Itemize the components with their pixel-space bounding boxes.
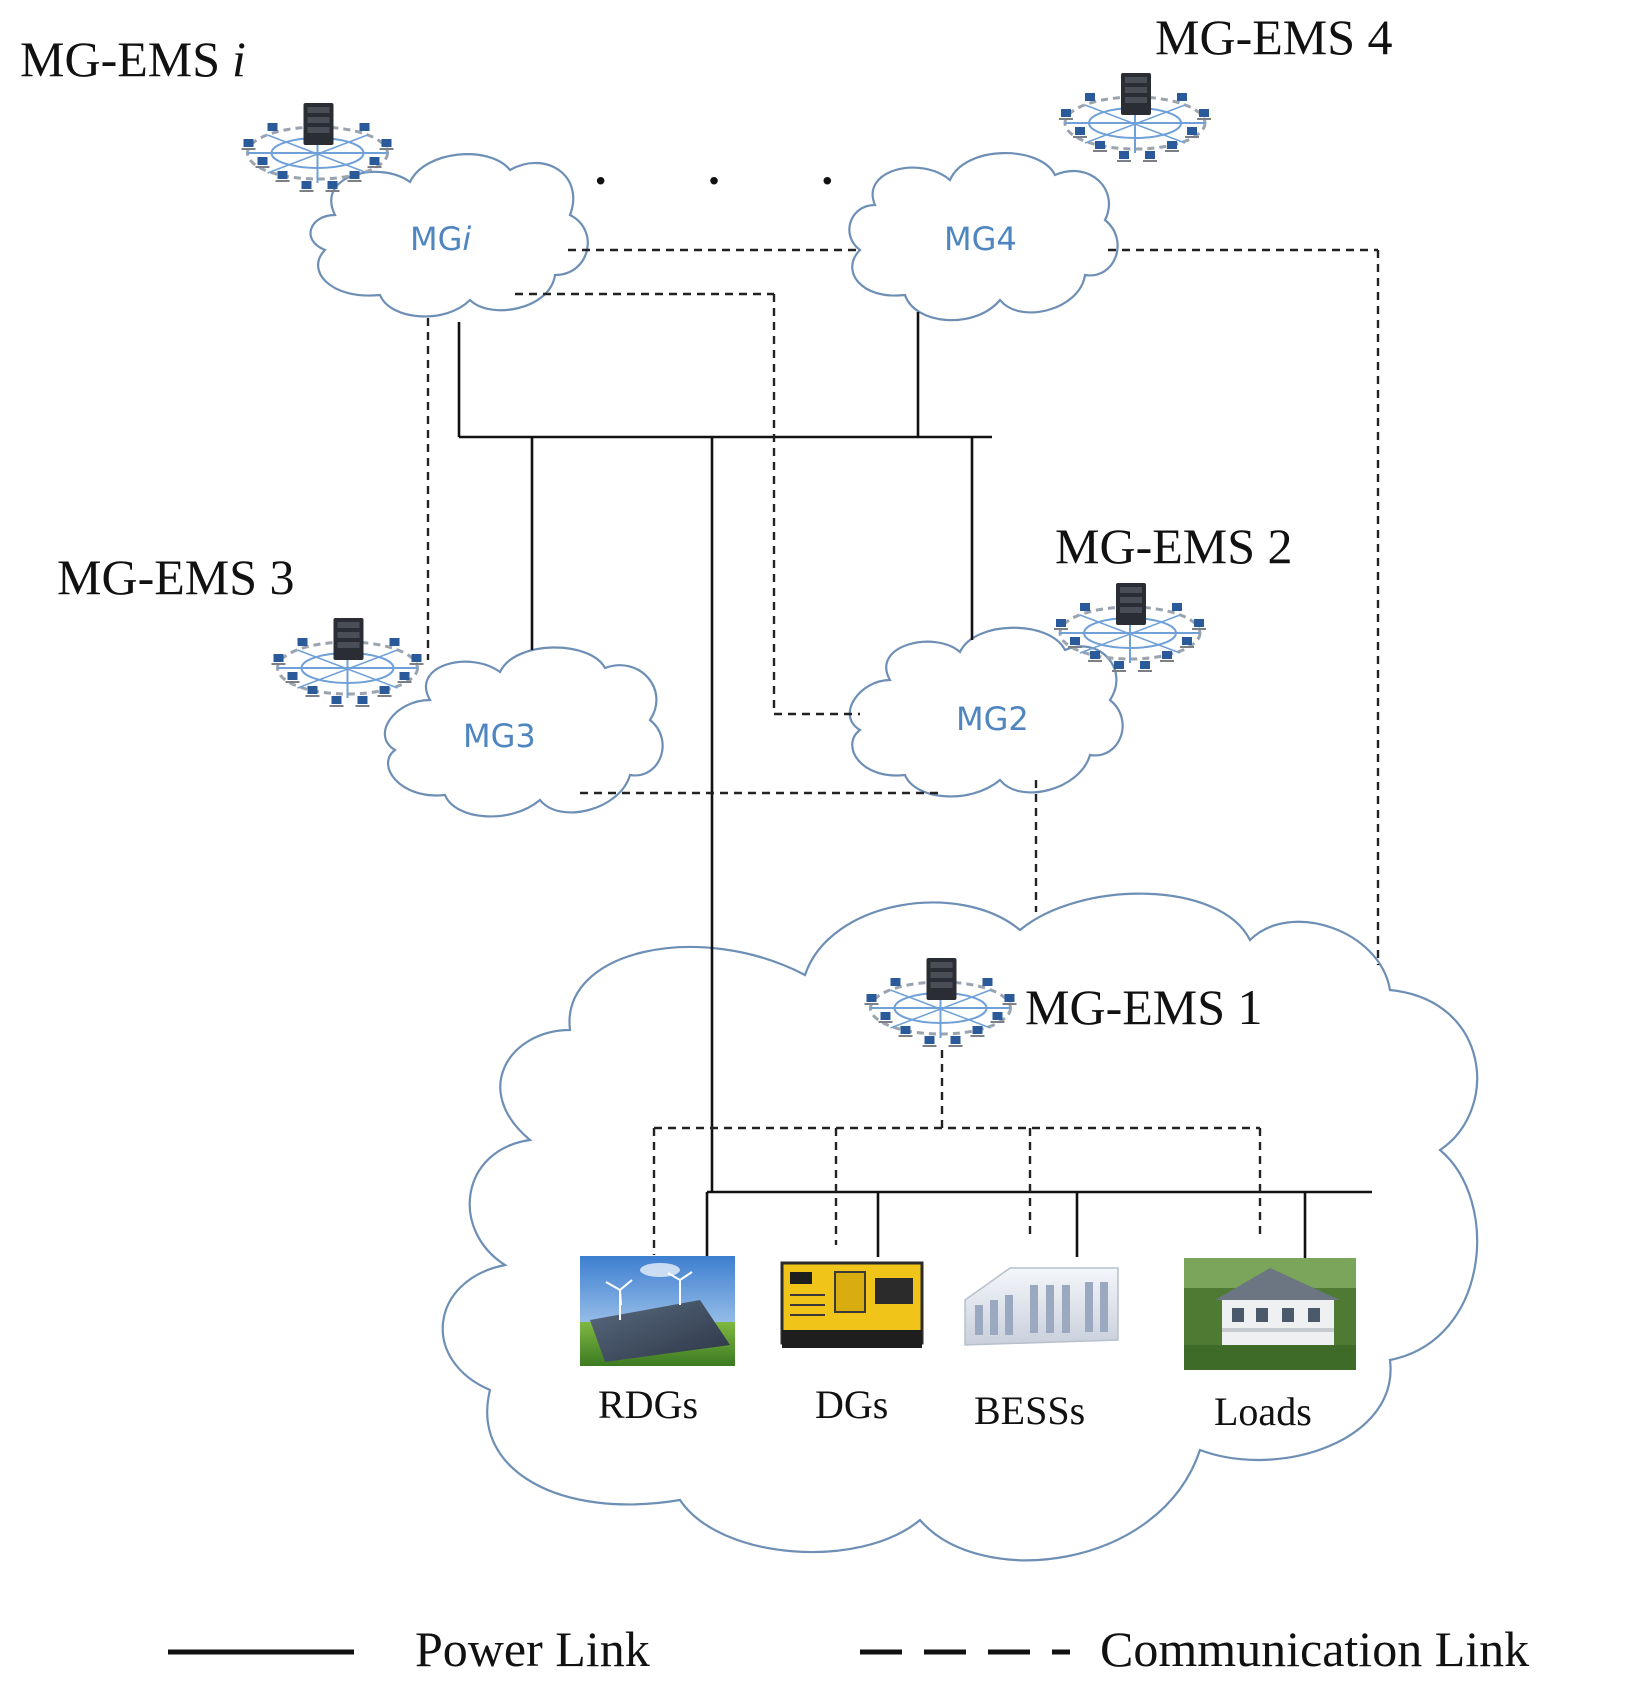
mg4-label: MG4 xyxy=(944,220,1017,258)
ems-4-label: MG-EMS 4 xyxy=(1155,9,1393,65)
loads-label: Loads xyxy=(1214,1389,1312,1434)
mg3-label: MG3 xyxy=(463,717,536,755)
loads-image xyxy=(1184,1258,1356,1370)
besss-image xyxy=(964,1267,1119,1346)
rdgs-label: RDGs xyxy=(598,1382,698,1427)
legend-power-link-label: Power Link xyxy=(415,1621,650,1677)
mg1-cloud xyxy=(441,892,1479,1562)
mg2-label: MG2 xyxy=(956,700,1029,738)
mg-i-cloud-group xyxy=(309,153,589,318)
mg4-cloud xyxy=(848,152,1119,322)
ems-3-network-icon xyxy=(269,616,426,709)
mg-i-cloud xyxy=(309,153,589,318)
mg-i-label: MGi xyxy=(410,220,471,258)
mg3-cloud xyxy=(383,646,664,818)
mg4-cloud-group xyxy=(848,152,1119,322)
ems-4-network-icon xyxy=(1057,71,1213,164)
more-microgrids-ellipsis: · · · xyxy=(590,145,876,216)
mg2-cloud-group xyxy=(848,626,1124,798)
ems-2-label: MG-EMS 2 xyxy=(1055,518,1293,574)
mg2-cloud xyxy=(848,626,1124,798)
communication-links xyxy=(426,248,1380,1255)
dgs-image xyxy=(780,1261,924,1348)
rdgs-image xyxy=(580,1256,735,1366)
ems-3-label: MG-EMS 3 xyxy=(57,549,295,605)
mg3-cloud-group xyxy=(383,646,664,818)
ems-1-label: MG-EMS 1 xyxy=(1025,979,1263,1035)
legend: Power Link Communication Link xyxy=(168,1621,1529,1677)
legend-communication-link-label: Communication Link xyxy=(1100,1621,1529,1677)
besss-label: BESSs xyxy=(974,1388,1085,1433)
dgs-label: DGs xyxy=(815,1382,888,1427)
